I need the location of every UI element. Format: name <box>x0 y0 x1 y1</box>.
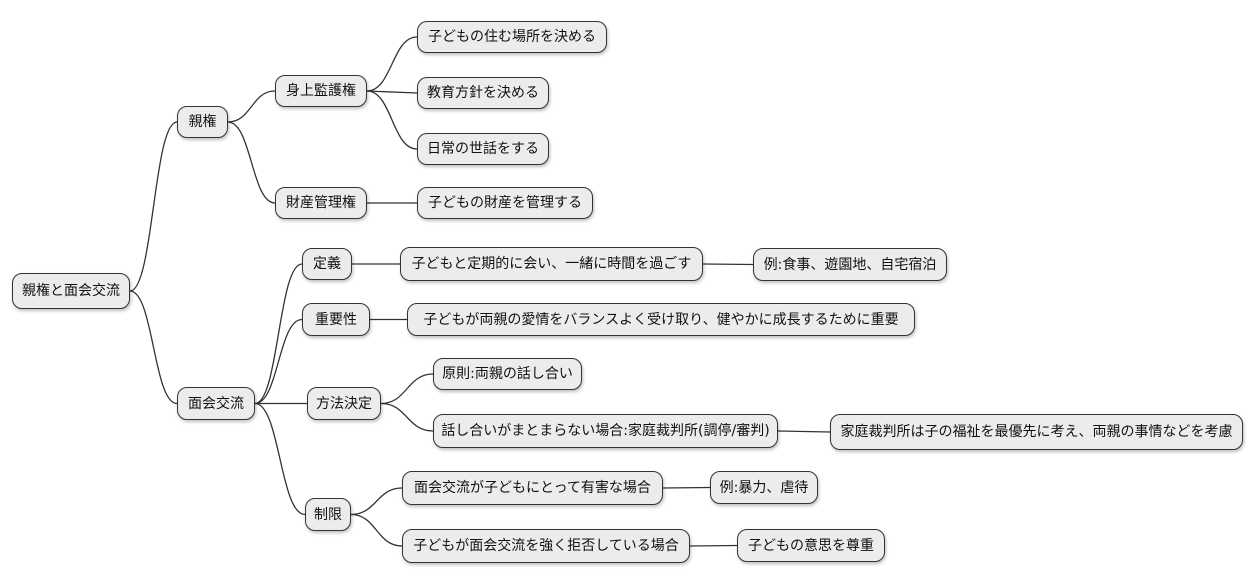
mindmap-node-shinken: 親権 <box>177 106 228 138</box>
mindmap-node-gensoku: 原則:両親の話し合い <box>433 358 582 390</box>
mindmap-node-matomaranai: 話し合いがまとまらない場合:家庭裁判所(調停/審判) <box>433 414 778 448</box>
mindmap-node-root: 親権と面会交流 <box>12 273 130 309</box>
mindmap-node-juyosei-detail: 子どもが両親の愛情をバランスよく受け取り、健やかに成長するために重要 <box>407 303 915 336</box>
mindmap-node-kyohi: 子どもが面会交流を強く拒否している場合 <box>402 529 690 563</box>
mindmap-node-teigi-detail: 子どもと定期的に会い、一緒に時間を過ごす <box>400 247 703 281</box>
mindmap-node-zaisan-kanri: 子どもの財産を管理する <box>417 187 593 219</box>
mindmap-node-hoho-kettei: 方法決定 <box>307 387 381 420</box>
mindmap-node-rei-shokuji: 例:食事、遊園地、自宅宿泊 <box>753 248 947 281</box>
mindmap-node-ishi-soncho: 子どもの意思を尊重 <box>737 529 885 562</box>
mindmap-node-zaisan: 財産管理権 <box>275 187 367 219</box>
mindmap-node-menkai: 面会交流 <box>177 387 255 420</box>
mindmap-node-sewa: 日常の世話をする <box>417 133 549 165</box>
mindmap-node-yugai: 面会交流が子どもにとって有害な場合 <box>402 471 663 505</box>
mindmap-node-rei-boryoku: 例:暴力、虐待 <box>710 471 818 504</box>
mindmap-node-shinjokango: 身上監護権 <box>275 75 367 107</box>
mindmap-node-sumu-basho: 子どもの住む場所を決める <box>417 21 607 53</box>
mindmap-node-saibansho: 家庭裁判所は子の福祉を最優先に考え、両親の事情などを考慮 <box>830 414 1243 450</box>
mindmap-node-teigi: 定義 <box>302 248 352 280</box>
mindmap-node-juyosei: 重要性 <box>302 303 370 336</box>
mindmap-node-seigen: 制限 <box>305 498 351 531</box>
mindmap-node-kyoiku: 教育方針を決める <box>417 77 549 109</box>
